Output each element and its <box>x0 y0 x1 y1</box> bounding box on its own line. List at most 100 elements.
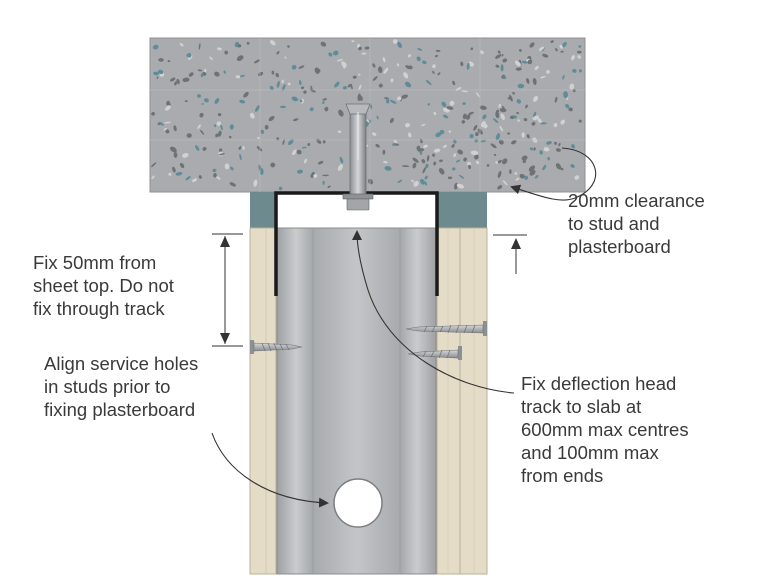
aggregate-speck <box>314 67 320 74</box>
aggregate-speck <box>474 154 479 160</box>
aggregate-speck <box>359 95 363 102</box>
aggregate-speck <box>420 178 425 185</box>
aggregate-speck <box>298 65 305 69</box>
dimension-50mm-left <box>212 233 243 347</box>
aggregate-speck <box>224 50 229 55</box>
aggregate-speck <box>327 185 331 189</box>
aggregate-speck <box>216 121 222 126</box>
aggregate-speck <box>470 150 479 156</box>
aggregate-speck <box>234 41 240 48</box>
aggregate-speck <box>152 44 159 50</box>
aggregate-speck <box>198 43 201 50</box>
aggregate-speck <box>236 55 244 61</box>
aggregate-speck <box>200 129 205 135</box>
aggregate-speck <box>537 117 542 124</box>
aggregate-speck <box>317 160 324 165</box>
aggregate-speck <box>173 151 178 158</box>
aggregate-speck <box>568 107 573 112</box>
aggregate-speck <box>378 83 383 88</box>
aggregate-speck <box>239 153 242 161</box>
aggregate-speck <box>559 44 563 49</box>
aggregate-speck <box>563 91 569 99</box>
aggregate-speck <box>459 174 465 179</box>
aggregate-speck <box>230 166 234 171</box>
aggregate-speck <box>483 124 488 129</box>
aggregate-speck <box>322 180 325 185</box>
aggregate-speck <box>526 134 530 139</box>
plasterboard-screw-right-upper <box>405 321 487 336</box>
aggregate-speck <box>370 104 373 109</box>
aggregate-speck <box>439 129 445 135</box>
aggregate-speck <box>195 145 200 151</box>
aggregate-speck <box>509 169 512 174</box>
aggregate-speck <box>299 80 302 86</box>
aggregate-speck <box>333 50 339 56</box>
aggregate-speck <box>475 160 480 165</box>
aggregate-speck <box>424 175 428 180</box>
aggregate-speck <box>421 159 426 164</box>
aggregate-speck <box>519 48 522 52</box>
leader-clearance <box>510 147 597 201</box>
aggregate-speck <box>413 181 419 187</box>
aggregate-speck <box>500 113 505 120</box>
plasterboard-screw-left <box>250 340 303 354</box>
aggregate-speck <box>303 90 307 94</box>
aggregate-speck <box>372 63 376 68</box>
aggregate-speck <box>540 75 546 79</box>
aggregate-speck <box>435 49 441 52</box>
aggregate-speck <box>433 148 441 153</box>
aggregate-speck <box>392 143 396 146</box>
aggregate-speck <box>432 70 435 74</box>
aggregate-speck <box>235 75 241 79</box>
aggregate-speck <box>571 144 575 149</box>
aggregate-speck <box>151 111 155 116</box>
aggregate-speck <box>565 103 570 109</box>
aggregate-speck <box>176 78 180 85</box>
aggregate-speck <box>303 158 308 164</box>
aggregate-speck <box>412 157 419 163</box>
aggregate-speck <box>452 80 456 86</box>
aggregate-speck <box>408 132 412 138</box>
aggregate-speck <box>416 56 421 62</box>
aggregate-speck <box>389 117 394 124</box>
aggregate-speck <box>527 59 533 65</box>
aggregate-speck <box>282 138 285 146</box>
aggregate-speck <box>433 161 437 166</box>
aggregate-speck <box>336 58 344 62</box>
aggregate-speck <box>367 178 374 185</box>
aggregate-speck <box>500 64 504 72</box>
aggregate-speck <box>419 150 423 155</box>
callout-deflection-head-track: Fix deflection head track to slab at 600… <box>521 373 689 486</box>
aggregate-speck <box>490 143 497 149</box>
aggregate-speck <box>460 61 464 67</box>
aggregate-speck <box>322 174 329 177</box>
aggregate-speck <box>168 172 172 176</box>
aggregate-speck <box>166 100 170 106</box>
aggregate-speck <box>448 130 452 133</box>
aggregate-speck <box>358 84 362 91</box>
aggregate-speck <box>432 153 436 157</box>
aggregate-speck <box>292 149 297 156</box>
aggregate-speck <box>396 63 400 67</box>
aggregate-speck <box>366 144 369 147</box>
aggregate-speck <box>443 114 449 119</box>
aggregate-speck <box>229 124 234 130</box>
aggregate-speck <box>179 162 185 169</box>
aggregate-speck <box>574 175 580 180</box>
aggregate-speck <box>281 79 284 84</box>
aggregate-speck <box>372 76 378 81</box>
aggregate-speck <box>169 146 177 153</box>
aggregate-speck <box>495 133 501 141</box>
aggregate-speck <box>555 163 562 170</box>
aggregate-speck <box>212 168 217 173</box>
aggregate-speck <box>249 112 255 119</box>
aggregate-speck <box>498 103 501 108</box>
aggregate-speck <box>217 47 222 51</box>
aggregate-speck <box>339 156 344 164</box>
aggregate-speck <box>403 72 409 79</box>
aggregate-speck <box>284 56 287 59</box>
aggregate-speck <box>186 133 192 138</box>
aggregate-speck <box>216 176 221 180</box>
aggregate-speck <box>550 40 554 43</box>
aggregate-speck <box>555 148 561 152</box>
